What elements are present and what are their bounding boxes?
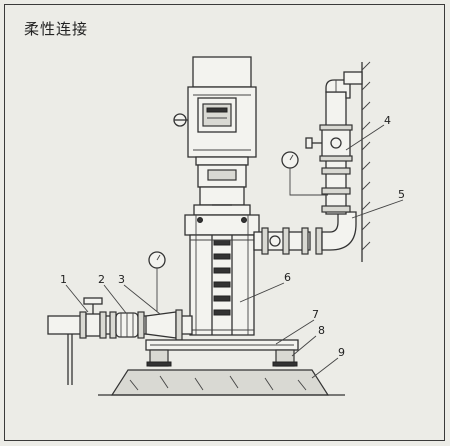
- callout-9: 9: [338, 346, 345, 359]
- callout-6: 6: [284, 271, 291, 284]
- callout-5: 5: [398, 188, 405, 201]
- callout-2: 2: [98, 273, 105, 286]
- callout-7: 7: [312, 308, 319, 321]
- diagram-title: 柔性连接: [24, 20, 89, 38]
- callout-8: 8: [318, 324, 325, 337]
- leader-lines: [65, 124, 404, 379]
- pump-body: [184, 214, 260, 336]
- motor: [173, 56, 257, 216]
- wall: [361, 61, 371, 262]
- callout-numbers: 1 2 3 4 5 6 7 8 9: [60, 114, 405, 359]
- callout-4: 4: [384, 114, 391, 127]
- callout-3: 3: [118, 273, 125, 286]
- base-assembly: [98, 339, 345, 396]
- callout-1: 1: [60, 273, 67, 286]
- suction-pipe: [47, 251, 193, 385]
- discharge-pipe: [253, 71, 363, 255]
- diagram-frame: [4, 4, 445, 441]
